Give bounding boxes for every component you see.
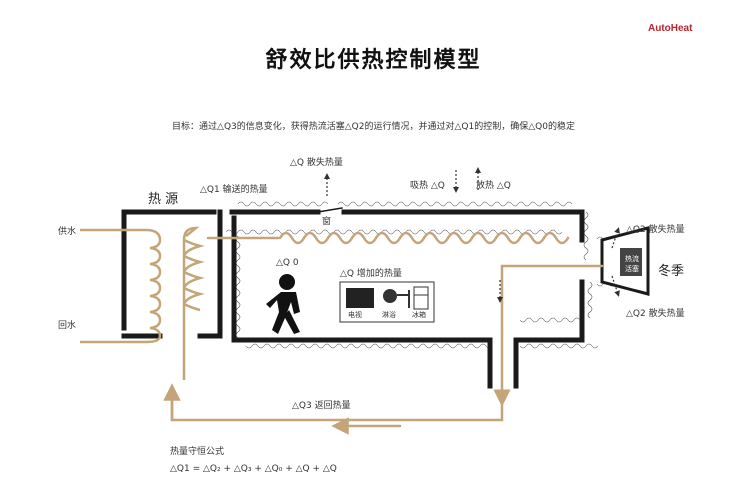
page-title: 舒效比供热控制模型	[265, 48, 482, 73]
fridge-icon	[413, 286, 429, 310]
person-walking-icon	[266, 274, 300, 334]
dq-loss-label: △Q 散失热量	[290, 158, 343, 168]
building-walls	[121, 207, 585, 389]
return-label: 回水	[58, 321, 77, 331]
pipe-circuit	[163, 231, 604, 435]
tv-icon	[346, 288, 374, 308]
goal-text: 目标：通过△Q3的信息变化，获得热流活塞△Q2的运行情况，并通过对△Q1的控制，…	[172, 122, 575, 132]
supply-label: 供水	[58, 227, 77, 237]
appliance-panel	[339, 281, 435, 323]
dq1-label: △Q1 输送的热量	[200, 185, 268, 195]
piston-icon	[600, 226, 650, 296]
appliance-label-shower: 淋浴	[382, 311, 396, 319]
piston-label-line2: 活塞	[625, 265, 639, 273]
heat-exchanger-coils	[80, 226, 205, 380]
conservation-title: 热量守恒公式	[170, 447, 225, 457]
heat-flow-arrows	[324, 167, 620, 303]
appliance-label-fridge: 冰箱	[412, 311, 426, 319]
heat-source-label: 热 源	[148, 192, 179, 207]
dq0-label: △Q 0	[276, 258, 299, 268]
dq2-bottom-label: △Q2 散失热量	[626, 309, 685, 319]
brand-logo: AutoHeat	[648, 23, 693, 34]
window-label: 窗	[322, 217, 332, 227]
shower-icon	[383, 289, 410, 308]
absorb-label: 吸热 △Q	[410, 181, 445, 191]
dq2-top-label: △Q2 散失热量	[626, 225, 685, 235]
winter-label: 冬季	[658, 264, 685, 279]
conservation-formula: △Q1 = △Q₂ + △Q₃ + △Q₀ + △Q + △Q	[170, 464, 337, 474]
release-label: 放热 △Q	[476, 181, 511, 191]
dq3-label: △Q3 返回热量	[292, 401, 351, 411]
dq-added-label: △Q 增加的热量	[340, 269, 402, 279]
piston-label-line1: 热流	[625, 255, 639, 263]
appliance-label-tv: 电视	[348, 311, 362, 319]
